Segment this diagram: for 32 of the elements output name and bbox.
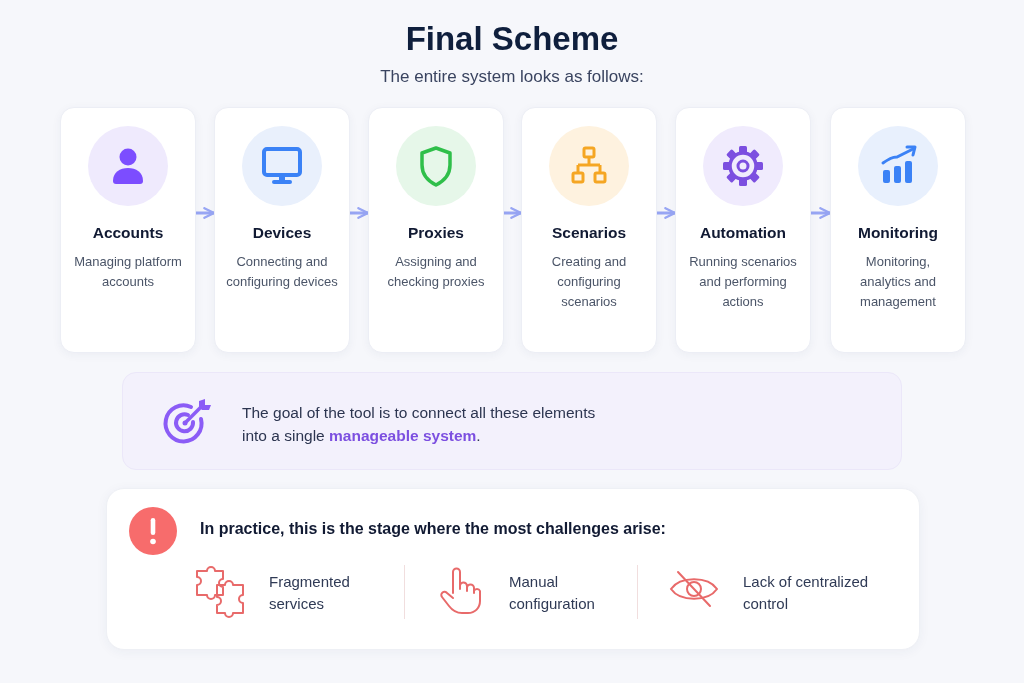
challenges-panel xyxy=(106,488,920,650)
step-card xyxy=(675,107,811,353)
challenges-heading: In practice, this is the stage where the most challenges arise: xyxy=(200,519,666,539)
subtitle: The entire system looks as follows: xyxy=(379,66,645,88)
step-title: Proxies xyxy=(407,223,465,243)
step-card xyxy=(368,107,504,353)
step-description: Monitoring, analytics and management xyxy=(859,253,937,311)
challenge-text: Manual configuration xyxy=(509,572,596,614)
arrow xyxy=(348,207,370,219)
title: Final Scheme xyxy=(404,19,620,59)
goal-text: The goal of the tool is to connect all these elements into a single manageable system. xyxy=(242,403,597,446)
arrow xyxy=(809,207,832,219)
step-card xyxy=(521,107,657,353)
step-description: Running scenarios and performing actions xyxy=(688,253,798,311)
step-title: Devices xyxy=(251,223,313,243)
step-title: Automation xyxy=(698,223,788,243)
step-card xyxy=(214,107,350,353)
goal-panel xyxy=(122,372,902,470)
step-description: Assigning and checking proxies xyxy=(386,253,486,291)
step-title: Scenarios xyxy=(550,223,628,243)
arrow xyxy=(655,207,677,219)
step-card xyxy=(60,107,196,353)
step-description: Managing platform accounts xyxy=(73,253,183,291)
arrow xyxy=(502,207,523,219)
step-description: Connecting and configuring devices xyxy=(225,253,339,291)
step-card xyxy=(830,107,966,353)
step-title: Monitoring xyxy=(856,223,940,243)
challenge-text: Fragmented services xyxy=(269,572,351,614)
challenge-text: Lack of centralized control xyxy=(743,572,870,614)
arrow xyxy=(194,207,216,219)
step-title: Accounts xyxy=(91,223,165,243)
step-description: Creating and configuring scenarios xyxy=(550,253,628,311)
